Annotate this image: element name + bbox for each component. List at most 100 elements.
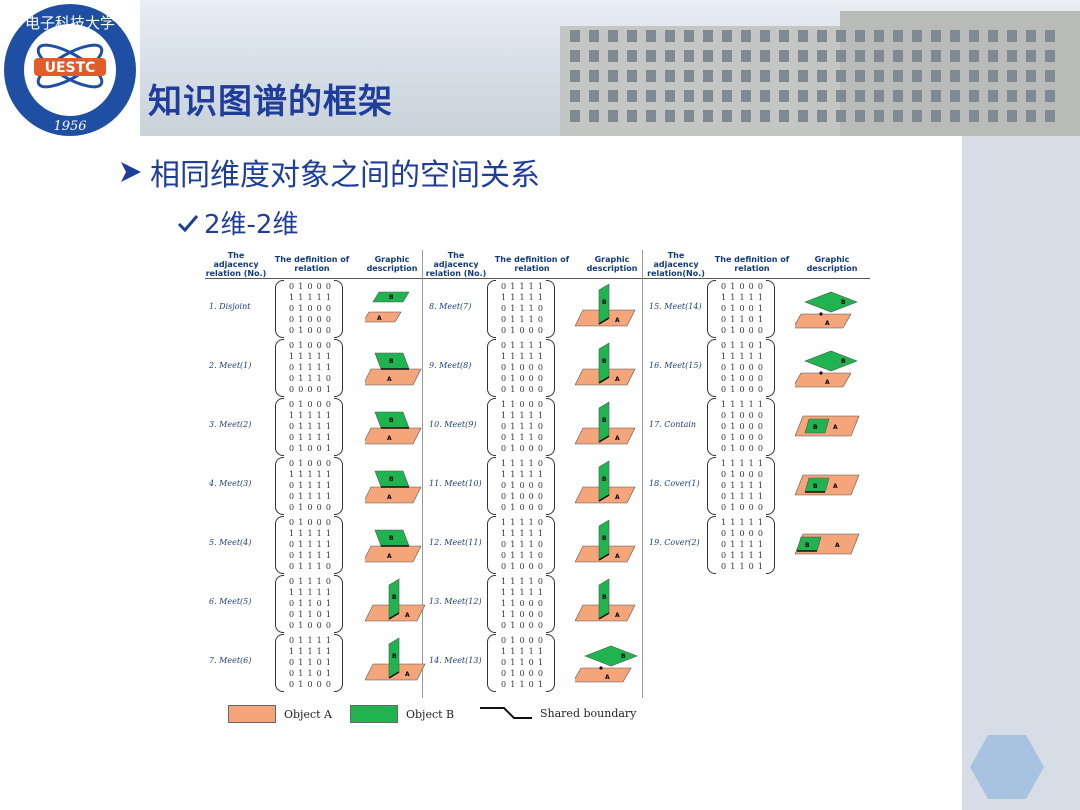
matrix-cell: 1	[298, 293, 304, 302]
matrix-cell: 1	[325, 540, 331, 549]
table-header-cell: The adjacency relation (No.)	[205, 250, 267, 278]
matrix-cell: 0	[748, 503, 754, 512]
matrix-cell: 0	[325, 577, 331, 586]
shared-boundary-mark	[388, 671, 400, 679]
matrix-cell: 0	[748, 385, 754, 394]
building-window	[760, 90, 770, 102]
matrix-cell: 1	[325, 658, 331, 667]
matrix-cell: 1	[519, 352, 525, 361]
matrix-cell: 0	[721, 304, 727, 313]
matrix-cell: 1	[501, 518, 507, 527]
matrix-cell: 1	[739, 492, 745, 501]
matrix-cell: 1	[316, 588, 322, 597]
matrix-cell: 1	[298, 374, 304, 383]
matrix-cell: 1	[325, 411, 331, 420]
matrix-cell: 1	[730, 562, 736, 571]
matrix-cell: 1	[730, 293, 736, 302]
building-window	[1007, 110, 1017, 122]
matrix-cell: 1	[528, 315, 534, 324]
object-a-shape	[795, 313, 852, 329]
building-window	[665, 90, 675, 102]
matrix-bracket-right	[766, 339, 775, 397]
building-window	[741, 30, 751, 42]
matrix-cell: 0	[289, 518, 295, 527]
matrix-cell: 1	[501, 352, 507, 361]
matrix-cell: 0	[757, 422, 763, 431]
matrix-cell: 1	[528, 577, 534, 586]
building-window	[1007, 70, 1017, 82]
matrix-cell: 0	[537, 459, 543, 468]
matrix-cell: 0	[537, 433, 543, 442]
matrix-cell: 1	[528, 352, 534, 361]
matrix-cell: 0	[501, 562, 507, 571]
building-window	[703, 90, 713, 102]
matrix-cell: 0	[501, 680, 507, 689]
matrix-cell: 1	[730, 304, 736, 313]
matrix-cell: 0	[325, 562, 331, 571]
matrix-cell: 1	[298, 326, 304, 335]
matrix-cell: 1	[501, 459, 507, 468]
building-window	[798, 70, 808, 82]
matrix-cell: 1	[325, 599, 331, 608]
matrix-bracket-left	[275, 516, 284, 574]
matrix-cell: 1	[757, 400, 763, 409]
matrix-cell: 0	[748, 433, 754, 442]
matrix-cell: 1	[316, 636, 322, 645]
matrix-cell: 1	[528, 433, 534, 442]
matrix-cell: 0	[748, 315, 754, 324]
relation-label: 16. Meet(15)	[649, 361, 702, 370]
matrix-cell: 0	[721, 433, 727, 442]
matrix-cell: 1	[537, 411, 543, 420]
matrix-cell: 1	[510, 444, 516, 453]
building-window	[646, 70, 656, 82]
building-window	[817, 50, 827, 62]
matrix-cell: 1	[519, 577, 525, 586]
building-window	[893, 70, 903, 82]
building-window	[798, 90, 808, 102]
building-window	[836, 90, 846, 102]
matrix-cell: 1	[510, 400, 516, 409]
matrix-cell: 0	[289, 540, 295, 549]
building-window	[627, 110, 637, 122]
bullet-level2-text: 2维-2维	[204, 210, 299, 240]
bullet-level2: 2维-2维	[176, 204, 298, 241]
matrix-cell: 1	[298, 529, 304, 538]
matrix-cell: 1	[757, 562, 763, 571]
building-window	[589, 30, 599, 42]
matrix-cell: 0	[325, 374, 331, 383]
matrix-cell: 0	[501, 621, 507, 630]
matrix-cell: 0	[325, 503, 331, 512]
building-window	[817, 90, 827, 102]
matrix-cell: 1	[298, 599, 304, 608]
matrix-cell: 1	[307, 610, 313, 619]
matrix-cell: 0	[289, 669, 295, 678]
matrix-cell: 0	[537, 385, 543, 394]
matrix-cell: 0	[739, 444, 745, 453]
matrix-cell: 0	[537, 374, 543, 383]
matrix-cell: 1	[298, 282, 304, 291]
matrix-cell: 0	[537, 444, 543, 453]
matrix-cell: 0	[316, 599, 322, 608]
object-b-shape	[804, 291, 858, 313]
matrix-cell: 1	[739, 481, 745, 490]
matrix-cell: 0	[537, 551, 543, 560]
relation-graphic: BA	[575, 460, 636, 504]
building-window	[988, 90, 998, 102]
matrix-cell: 0	[519, 374, 525, 383]
matrix-cell: 1	[510, 315, 516, 324]
matrix-cell: 1	[510, 341, 516, 350]
object-b-label: B	[841, 299, 846, 306]
matrix-cell: 1	[528, 540, 534, 549]
matrix-cell: 0	[537, 304, 543, 313]
building-window	[646, 90, 656, 102]
matrix-cell: 1	[510, 669, 516, 678]
